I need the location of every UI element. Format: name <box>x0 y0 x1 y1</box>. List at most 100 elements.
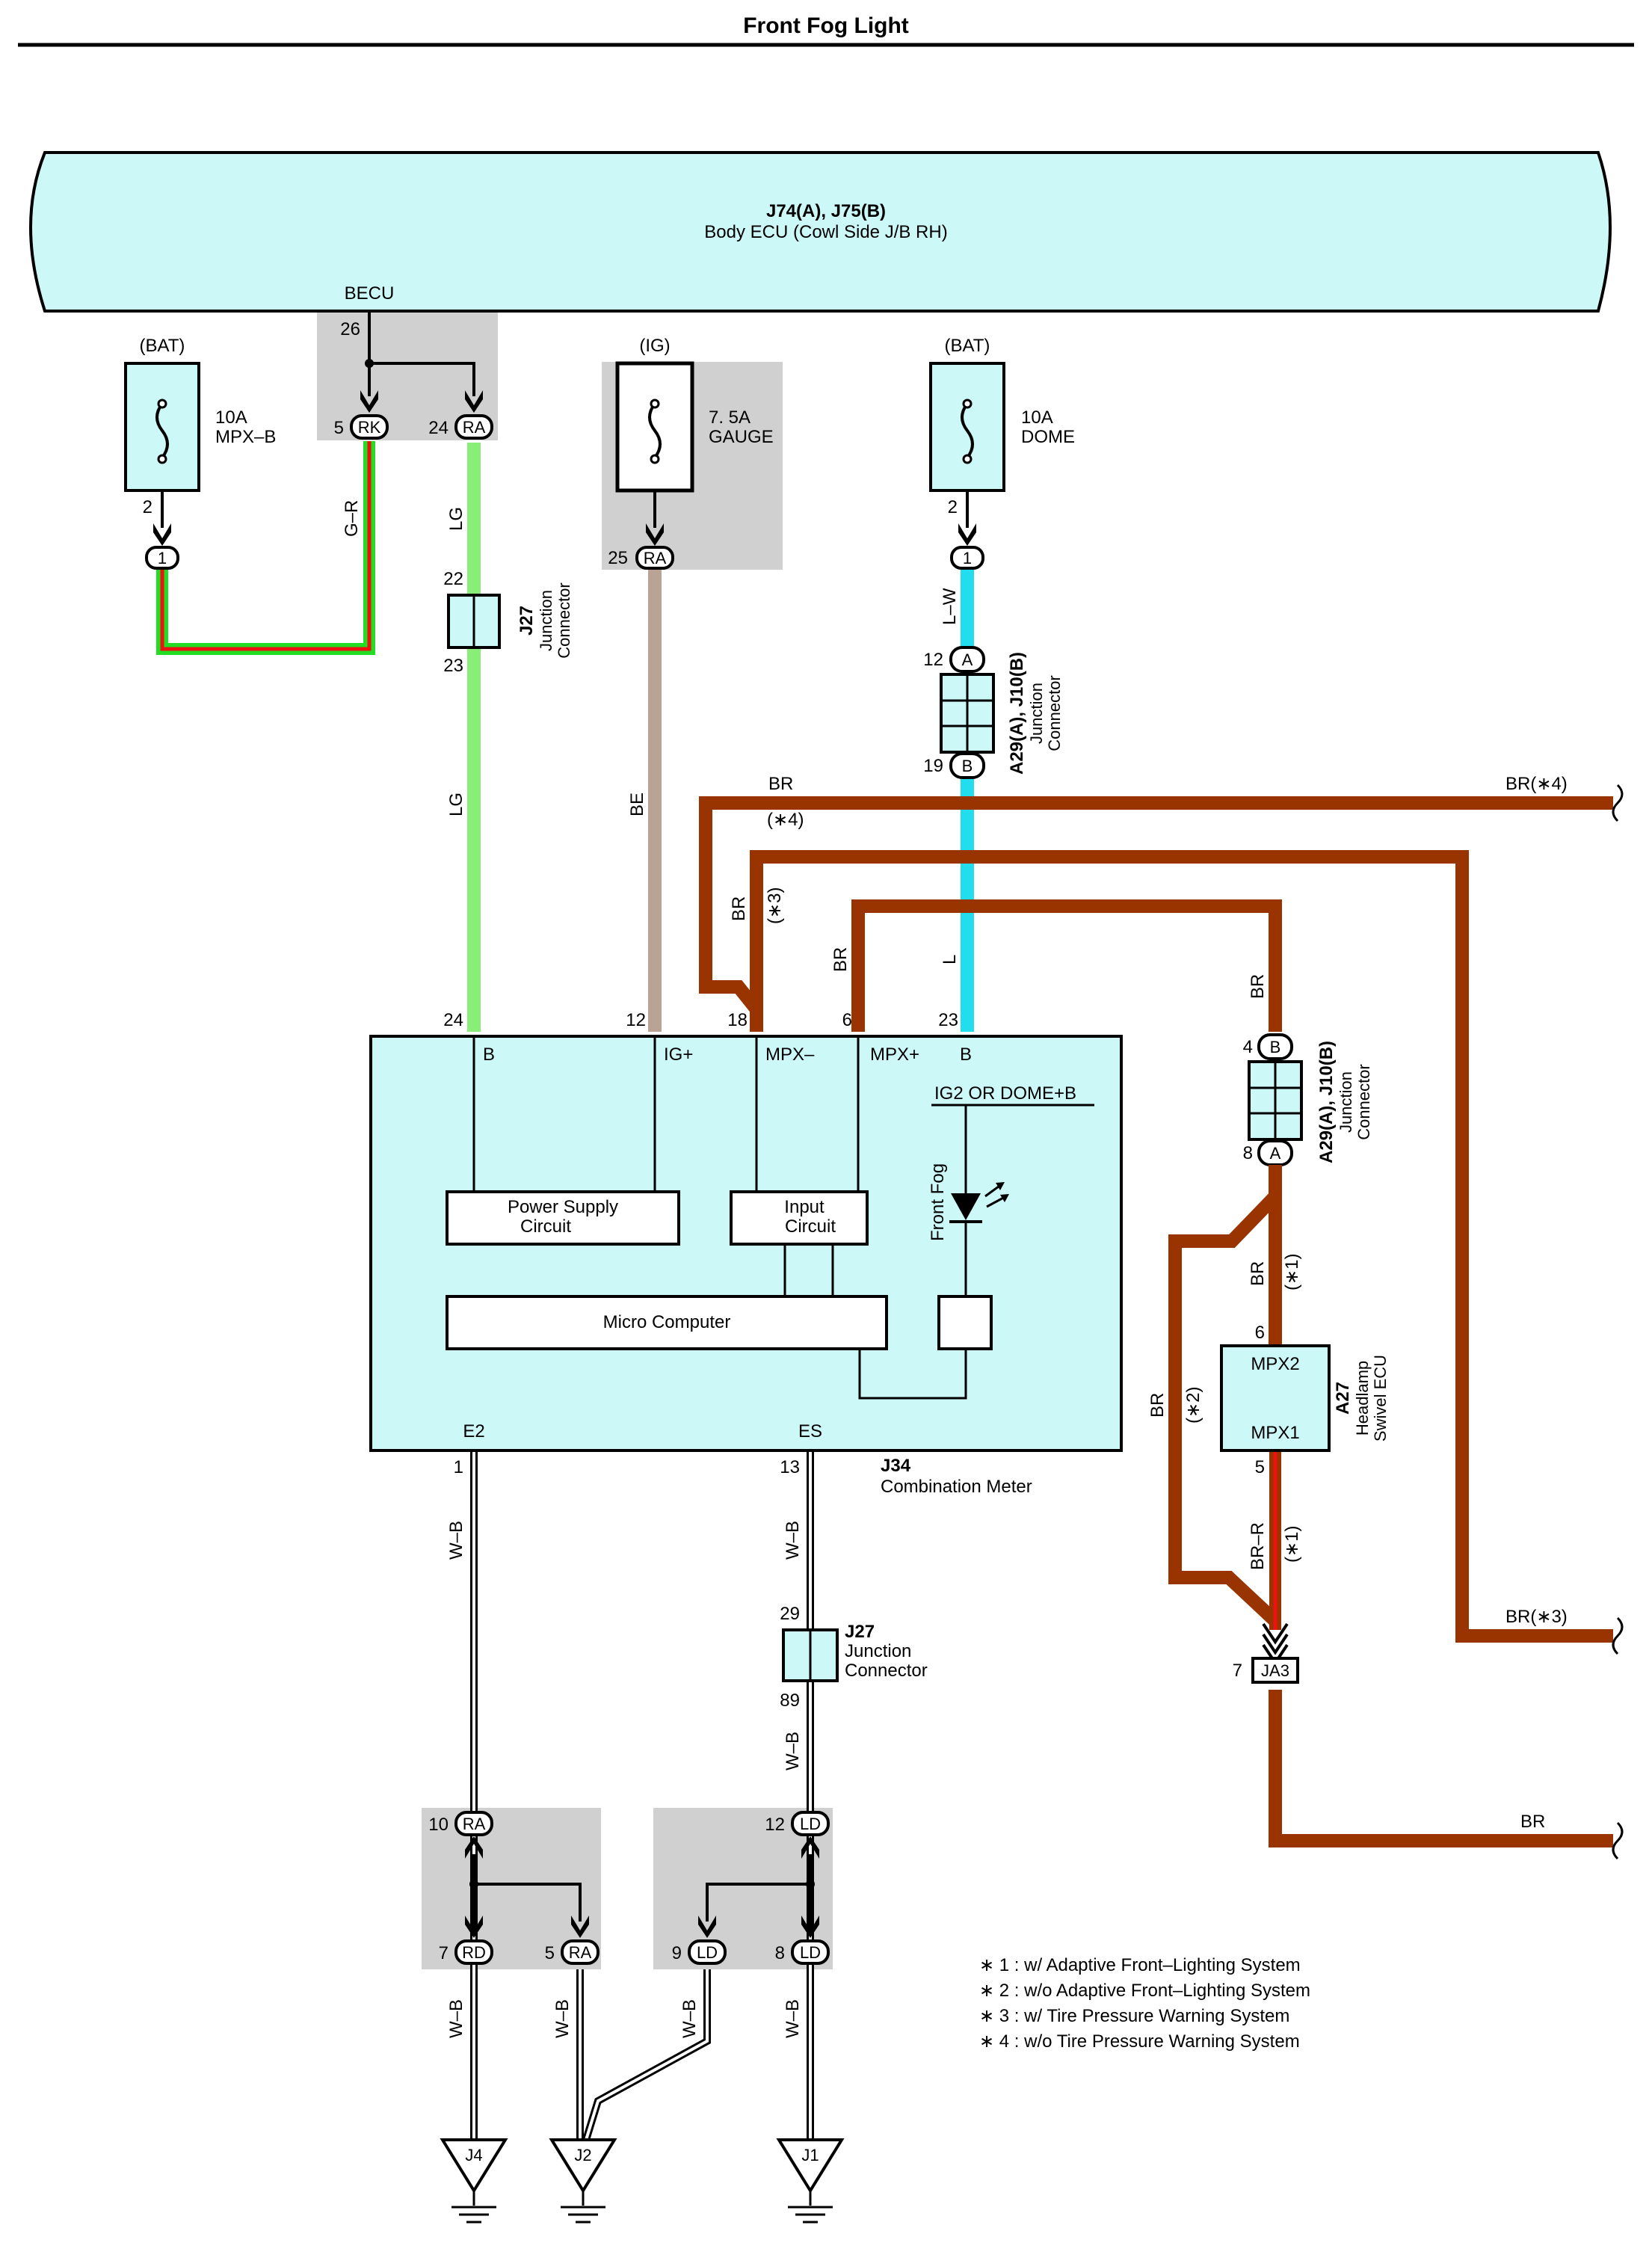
gr-conn-out1 <box>688 1939 727 1965</box>
a27-name2: Swivel ECU <box>1371 1355 1390 1442</box>
label-br-right-top: BR(∗4) <box>1505 774 1568 794</box>
j27-bottom: 29 89 J27 Junction Connector <box>780 1604 927 1711</box>
ground-j1: J1 <box>776 2138 845 2224</box>
meter-pin-18: 18 <box>727 1010 748 1030</box>
svg-text:J1: J1 <box>801 2146 819 2164</box>
fuse-mpx-b-box <box>124 362 200 492</box>
a29-top-id: A29(A), J10(B) <box>1007 652 1027 775</box>
label-br-r-note: (∗1) <box>1282 1526 1302 1563</box>
a27-pin-6: 6 <box>1255 1323 1265 1343</box>
gl-conn-in <box>454 1811 493 1836</box>
input-circuit-label-2: Circuit <box>785 1216 836 1237</box>
label-br-a27-note: (∗1) <box>1282 1254 1302 1290</box>
a29-right-name1: Junction <box>1337 1071 1355 1133</box>
label-br-mid-note: (∗3) <box>765 887 785 924</box>
label-br-r: BR–R <box>1248 1522 1268 1570</box>
fuse-gauge-name: GAUGE <box>709 427 774 447</box>
svg-text:J4: J4 <box>465 2146 482 2164</box>
ground-j4: J4 <box>440 2138 508 2224</box>
j27-bottom-name1: Junction <box>845 1641 911 1661</box>
fuse-dome-name: DOME <box>1021 427 1075 447</box>
label-br-right-bot: BR <box>1520 1812 1545 1832</box>
a29-top-name1: Junction <box>1027 683 1046 744</box>
body-ecu-box <box>29 151 1612 313</box>
becu-conn-ra <box>454 414 493 440</box>
ja3-pin: 7 <box>1233 1661 1242 1681</box>
fuse-dome-rating: 10A <box>1021 407 1053 428</box>
becu-pin-26: 26 <box>340 319 360 339</box>
diagram-title: Front Fog Light <box>743 13 909 38</box>
meter-id: J34 <box>881 1456 911 1476</box>
j27-bottom-pin-out: 89 <box>780 1690 800 1711</box>
ground-splice-left: RA 10 RD 7 RA 5 <box>428 1811 600 1965</box>
input-circuit-label-1: Input <box>784 1197 825 1217</box>
fuse-dome: (BAT) 10A DOME 2 1 <box>929 336 1075 570</box>
label-wb7: W–B <box>783 1999 803 2038</box>
note-1: ∗ 1 : w/ Adaptive Front–Lighting System <box>979 1955 1301 1975</box>
svg-text:RA: RA <box>569 1943 592 1962</box>
label-l: L <box>940 955 960 964</box>
svg-text:RK: RK <box>358 418 381 437</box>
combination-meter: 24 12 18 6 23 B IG+ MPX– MPX+ B Power Su… <box>369 1010 1123 1497</box>
j27-bottom-name2: Connector <box>845 1661 928 1681</box>
svg-text:LD: LD <box>697 1943 718 1962</box>
svg-text:1: 1 <box>963 549 972 567</box>
ja3-id: JA3 <box>1261 1661 1289 1680</box>
svg-text:RA: RA <box>644 549 667 567</box>
meter-label-mpx-plus: MPX+ <box>870 1044 919 1065</box>
meter-label-e2: E2 <box>463 1421 484 1442</box>
meter-label-b1: B <box>483 1044 495 1065</box>
fuse-dome-supply: (BAT) <box>945 336 990 356</box>
fuse-mpx-b-supply: (BAT) <box>140 336 185 356</box>
body-ecu-name: Body ECU (Cowl Side J/B RH) <box>704 222 947 242</box>
wire-g-r <box>156 441 375 655</box>
svg-text:LD: LD <box>800 1943 821 1962</box>
svg-text:1: 1 <box>158 549 167 567</box>
fuse-gauge-pin: 25 <box>608 548 628 568</box>
fuse-dome-box <box>929 362 1005 492</box>
body-ecu-id: J74(A), J75(B) <box>766 201 886 221</box>
fuse-dome-pin: 2 <box>948 497 958 517</box>
label-br-top: BR <box>768 774 793 794</box>
note-3: ∗ 3 : w/ Tire Pressure Warning System <box>979 2006 1289 2026</box>
gl-conn-out2 <box>561 1939 600 1965</box>
meter-pin-12: 12 <box>626 1010 646 1030</box>
label-br-inner: BR <box>830 947 851 972</box>
fuse-mpx-b: (BAT) 10A MPX–B 2 1 <box>124 336 276 570</box>
a29-top-pin-a: 12 <box>923 650 943 670</box>
meter-pin-24: 24 <box>443 1010 463 1030</box>
label-wb1: W–B <box>446 1521 466 1560</box>
fuse-mpx-b-pin: 2 <box>143 497 152 517</box>
a29-right-id: A29(A), J10(B) <box>1316 1041 1337 1163</box>
a29-top-pin-b: 19 <box>923 756 943 776</box>
label-wb6: W–B <box>679 1999 700 2038</box>
gr-conn-out2 <box>791 1939 830 1965</box>
footnotes: ∗ 1 : w/ Adaptive Front–Lighting System … <box>979 1955 1310 2052</box>
meter-label-b2: B <box>960 1044 972 1065</box>
micro-computer-box <box>446 1295 888 1350</box>
label-wb4: W–B <box>446 1999 466 2038</box>
label-lg2: LG <box>446 793 466 816</box>
meter-pin-23: 23 <box>938 1010 958 1030</box>
a29-right-name2: Connector <box>1354 1064 1373 1140</box>
gr-pin-out1: 9 <box>672 1943 682 1963</box>
meter-label-mpx-minus: MPX– <box>765 1044 815 1065</box>
svg-text:B: B <box>962 757 973 775</box>
power-supply-box <box>446 1190 680 1246</box>
label-br-mid: BR <box>729 896 749 921</box>
becu-label: BECU <box>345 283 395 304</box>
label-br-right-mid: BR(∗3) <box>1505 1607 1568 1627</box>
fuse-mpx-b-rating: 10A <box>215 407 247 428</box>
label-br-left-loop-note: (∗2) <box>1183 1387 1203 1424</box>
wire-labels: G–R LG LG BE L–W L BR (∗4) BR(∗4) BR (∗3… <box>342 500 1568 2038</box>
a29-top-conn-a <box>949 646 985 673</box>
meter-label-ig: IG+ <box>664 1044 693 1065</box>
label-wb2: W–B <box>783 1521 803 1560</box>
a27-name1: Headlamp <box>1353 1361 1372 1436</box>
label-wb5: W–B <box>552 1999 573 2038</box>
j27-top-name1: Junction <box>537 590 555 651</box>
svg-text:RA: RA <box>463 418 486 437</box>
a27-mpx1: MPX1 <box>1251 1423 1299 1443</box>
label-br-top-note: (∗4) <box>767 810 804 830</box>
ig2-dome-label: IG2 OR DOME+B <box>934 1083 1076 1104</box>
